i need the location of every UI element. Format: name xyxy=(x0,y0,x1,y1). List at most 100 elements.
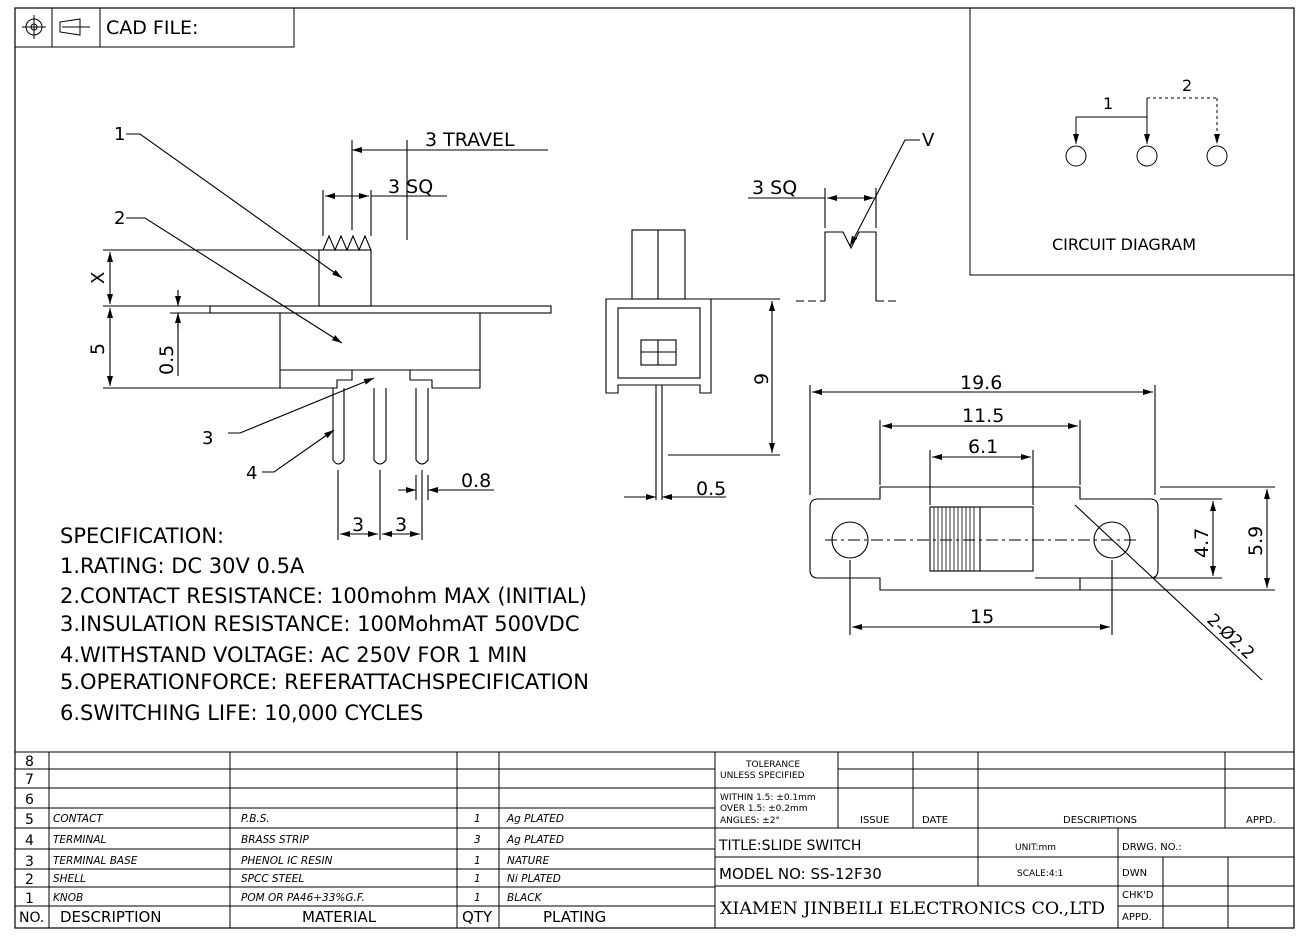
bom-material: P.B.S. xyxy=(241,813,270,825)
dim-0-8: 0.8 xyxy=(461,470,491,492)
bom-row-2: 2 SHELL SPCC STEEL 1 Ni PLATED xyxy=(25,872,561,888)
bom-row-5: 5 CONTACT P.B.S. 1 Ag PLATED xyxy=(25,812,564,828)
bom-plating: Ni PLATED xyxy=(507,873,561,885)
spec-item-6: 6.SWITCHING LIFE: 10,000 CYCLES xyxy=(60,701,423,725)
bom-no: 8 xyxy=(25,754,34,770)
knob-label-v: V xyxy=(922,130,935,151)
projection-symbol-icon xyxy=(22,15,90,39)
bom-row-6: 6 xyxy=(25,792,34,808)
bom-no: 6 xyxy=(25,792,34,808)
title-block xyxy=(715,752,1294,928)
scale-label: SCALE:4:1 xyxy=(1017,869,1063,879)
dim-11-5: 11.5 xyxy=(962,405,1004,427)
dim-travel: 3 TRAVEL xyxy=(425,129,515,151)
bom-row-3: 3 TERMINAL BASE PHENOL IC RESIN 1 NATURE xyxy=(25,854,550,870)
drawing-title: TITLE:SLIDE SWITCH xyxy=(718,838,861,854)
callout-1: 1 xyxy=(114,124,125,145)
tolerance-angles: ANGLES: ±2° xyxy=(720,816,780,826)
dim-4-7: 4.7 xyxy=(1191,528,1213,558)
dim-5: 5 xyxy=(87,343,109,355)
bom-header-qty: QTY xyxy=(462,908,493,926)
dim-pitch-b: 3 xyxy=(395,514,407,536)
bom-description: TERMINAL BASE xyxy=(53,855,138,867)
bom-description: TERMINAL xyxy=(53,834,107,846)
appd-label: APPD. xyxy=(1122,912,1152,923)
spec-item-3: 3.INSULATION RESISTANCE: 100MohmAT 500VD… xyxy=(60,612,580,636)
tolerance-line-1: TOLERANCE xyxy=(745,760,800,770)
circuit-title: CIRCUIT DIAGRAM xyxy=(1052,235,1196,254)
dim-5-9: 5.9 xyxy=(1245,526,1267,556)
knob-detail xyxy=(748,139,920,302)
spec-item-4: 4.WITHSTAND VOLTAGE: AC 250V FOR 1 MIN xyxy=(60,643,527,667)
bom-header-no: NO. xyxy=(19,910,44,926)
callout-2: 2 xyxy=(114,208,125,229)
bom-qty: 1 xyxy=(474,892,481,904)
bom-plating: BLACK xyxy=(507,892,543,904)
cad-file-label: CAD FILE: xyxy=(106,17,198,39)
dim-0-5-side: 0.5 xyxy=(156,345,178,375)
dim-0-5-end: 0.5 xyxy=(696,478,726,500)
drawing-number-label: DRWG. NO.: xyxy=(1122,842,1182,853)
spec-item-5: 5.OPERATIONFORCE: REFERATTACHSPECIFICATI… xyxy=(60,670,589,694)
chkd-label: CHK'D xyxy=(1122,890,1154,901)
bom-header-description: DESCRIPTION xyxy=(60,908,162,926)
bom-description: SHELL xyxy=(53,873,86,885)
bom-qty: 1 xyxy=(474,873,481,885)
end-view xyxy=(605,229,780,500)
dim-holes: 2-Ø2.2 xyxy=(1203,610,1259,664)
top-view xyxy=(809,385,1275,681)
dim-15: 15 xyxy=(970,606,994,628)
bom-no: 4 xyxy=(25,833,34,849)
dim-9: 9 xyxy=(751,373,773,385)
model-number: MODEL NO: SS-12F30 xyxy=(719,865,882,883)
bom-table xyxy=(15,751,1294,928)
tolerance-within: WITHIN 1.5: ±0.1mm xyxy=(720,793,816,803)
company-name: XIAMEN JINBEILI ELECTRONICS CO.,LTD xyxy=(720,899,1105,919)
bom-no: 5 xyxy=(25,812,34,828)
bom-no: 7 xyxy=(25,772,34,788)
dim-6-1: 6.1 xyxy=(968,436,998,458)
circuit-diagram xyxy=(969,8,1294,276)
circuit-label-1: 1 xyxy=(1103,94,1113,113)
appd-header: APPD. xyxy=(1246,815,1276,826)
bom-description: KNOB xyxy=(53,892,83,904)
bom-material: POM OR PA46+33%G.F. xyxy=(241,892,365,904)
dim-x: X xyxy=(88,272,109,284)
spec-heading: SPECIFICATION: xyxy=(60,524,224,548)
bom-no: 1 xyxy=(25,891,34,907)
descriptions-header: DESCRIPTIONS xyxy=(1063,815,1137,826)
spec-item-1: 1.RATING: DC 30V 0.5A xyxy=(60,554,305,578)
bom-no: 3 xyxy=(25,854,34,870)
bom-row-4: 4 TERMINAL BRASS STRIP 3 Ag PLATED xyxy=(25,833,564,849)
dwn-label: DWN xyxy=(1122,868,1147,879)
side-view xyxy=(103,133,552,540)
date-header: DATE xyxy=(922,815,948,826)
circuit-label-2: 2 xyxy=(1182,76,1192,95)
bom-material: BRASS STRIP xyxy=(241,834,309,846)
bom-material: SPCC STEEL xyxy=(241,873,304,885)
bom-description: CONTACT xyxy=(53,813,104,825)
unit-label: UNIT:mm xyxy=(1015,843,1056,853)
callout-4: 4 xyxy=(246,463,257,484)
bom-header-material: MATERIAL xyxy=(302,908,377,926)
spec-item-2: 2.CONTACT RESISTANCE: 100mohm MAX (INITI… xyxy=(60,584,587,608)
issue-header: ISSUE xyxy=(860,815,889,826)
bom-plating: Ag PLATED xyxy=(506,834,564,846)
bom-row-1: 1 KNOB POM OR PA46+33%G.F. 1 BLACK xyxy=(25,891,543,907)
tolerance-line-2: UNLESS SPECIFIED xyxy=(720,771,805,781)
bom-plating: Ag PLATED xyxy=(506,813,564,825)
bom-material: PHENOL IC RESIN xyxy=(241,855,333,867)
dim-19-6: 19.6 xyxy=(960,372,1002,394)
tolerance-over: OVER 1.5: ±0.2mm xyxy=(720,804,807,814)
callout-3: 3 xyxy=(202,428,213,449)
bom-qty: 3 xyxy=(474,834,481,846)
bom-row-8: 8 xyxy=(25,754,34,770)
bom-header-row: NO. DESCRIPTION MATERIAL QTY PLATING xyxy=(19,908,606,926)
bom-qty: 1 xyxy=(474,855,481,867)
bom-plating: NATURE xyxy=(507,855,550,867)
bom-no: 2 xyxy=(25,872,34,888)
bom-header-plating: PLATING xyxy=(543,908,606,926)
drawing-border xyxy=(14,7,1295,929)
bom-row-7: 7 xyxy=(25,772,34,788)
